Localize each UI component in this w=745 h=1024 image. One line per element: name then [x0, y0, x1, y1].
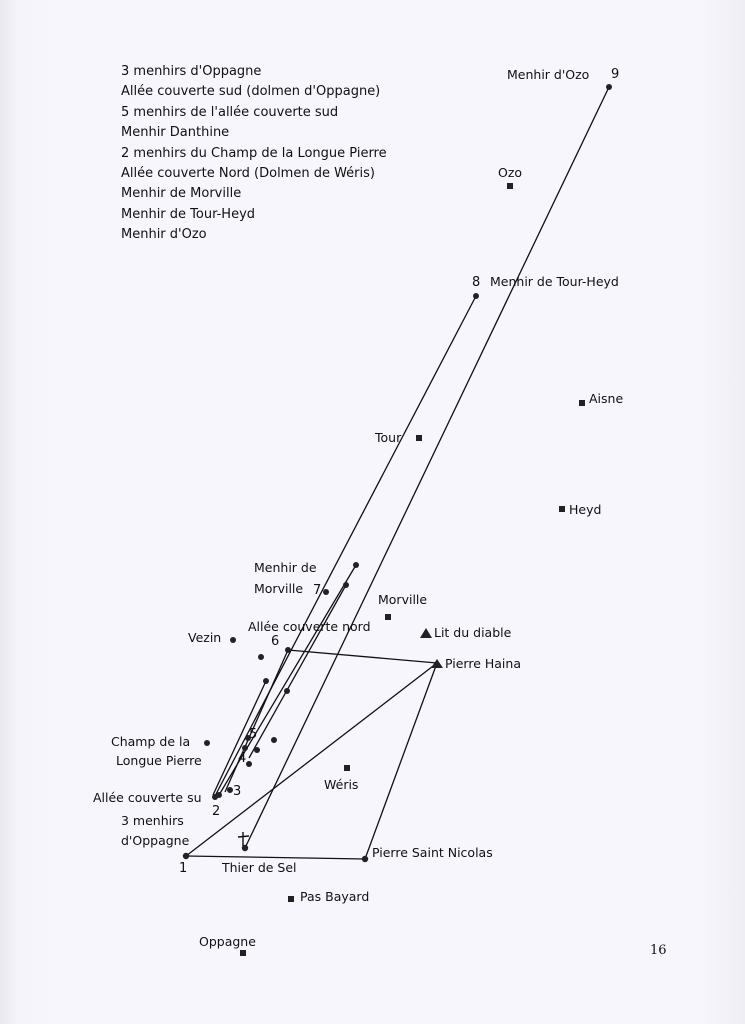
legend-item-9: Menhir d'Ozo: [121, 227, 207, 243]
label-morville: Morville: [378, 592, 427, 607]
legend: 3 menhirs d'Oppagne Allée couverte sud (…: [121, 62, 387, 246]
number-6: 6: [271, 634, 279, 649]
number-3: 3: [233, 784, 241, 799]
line-4-to-7: [248, 584, 347, 759]
number-4: 4: [238, 751, 246, 766]
number-1: 1: [179, 861, 187, 876]
label-lit-du-diable: Lit du diable: [434, 625, 512, 640]
oppagne-square: [240, 950, 246, 956]
legend-item-7: Menhir de Morville: [121, 186, 242, 202]
line-allee-to-7: [218, 564, 357, 796]
label-vezin: Vezin: [188, 630, 221, 645]
label-menhir-ozo: Menhir d'Ozo: [507, 67, 589, 82]
label-thier-de-sel: Thier de Sel: [221, 860, 297, 875]
point-5b: [242, 745, 248, 751]
legend-item-3: 5 menhirs de l'allée couverte sud: [121, 104, 339, 120]
line-6-to-haina: [287, 649, 438, 664]
point-7: [323, 589, 329, 595]
pas-bayard-square: [288, 896, 294, 902]
page-number: 16: [650, 943, 667, 958]
label-tour: Tour: [374, 430, 402, 445]
point-9: [606, 84, 612, 90]
label-pierre-haina: Pierre Haina: [445, 656, 521, 671]
label-weris: Wéris: [324, 777, 358, 792]
label-champ-2: Longue Pierre: [116, 753, 202, 768]
alignment-lines: [185, 86, 610, 860]
weris-square: [344, 765, 350, 771]
point-numbers: 1 2 3 4 5 6 7 8 9: [179, 67, 619, 876]
point-4: [246, 761, 252, 767]
point-5c: [254, 747, 260, 753]
cross-icon: [237, 832, 250, 846]
point-8: [473, 293, 479, 299]
legend-item-8: Menhir de Tour-Heyd: [121, 206, 256, 222]
number-8: 8: [472, 275, 480, 290]
label-3-menhirs-a: 3 menhirs: [121, 813, 184, 828]
point-2: [212, 794, 218, 800]
point-menhir-mid: [343, 582, 349, 588]
lit-du-diable-triangle-icon: [420, 628, 432, 638]
legend-item-2: Allée couverte sud (dolmen d'Oppagne): [121, 84, 381, 100]
point-vezin: [230, 637, 236, 643]
point-danthine: [258, 654, 264, 660]
legend-item-4: Menhir Danthine: [121, 125, 230, 141]
point-menhir-c: [271, 737, 277, 743]
point-menhir-a: [263, 678, 269, 684]
label-allee-nord: Allée couverte nord: [248, 619, 371, 634]
label-ozo: Ozo: [498, 165, 522, 180]
point-menhir-b: [284, 688, 290, 694]
label-pierre-saint-nicolas: Pierre Saint Nicolas: [372, 845, 493, 860]
place-labels: Menhir d'Ozo Ozo Menhir de Tour-Heyd Ais…: [93, 67, 623, 949]
point-menhir-upper: [353, 562, 359, 568]
label-menhir-tour-heyd: Menhir de Tour-Heyd: [490, 274, 619, 289]
label-aisne: Aisne: [589, 391, 623, 406]
point-thier: [241, 844, 249, 852]
number-7: 7: [313, 583, 321, 598]
legend-item-1: 3 menhirs d'Oppagne: [121, 64, 262, 79]
line-3-to-6: [224, 649, 289, 793]
point-champ: [204, 740, 210, 746]
line-saint-nicolas-to-haina: [364, 662, 438, 860]
line-menhir-a: [212, 680, 267, 796]
label-oppagne: Oppagne: [199, 934, 256, 949]
heyd-square: [559, 506, 565, 512]
label-heyd: Heyd: [569, 502, 601, 517]
line-1-to-saint-nicolas: [185, 855, 366, 860]
number-2: 2: [212, 804, 220, 819]
tour-square: [416, 435, 422, 441]
number-9: 9: [611, 67, 619, 82]
label-3-menhirs-b: d'Oppagne: [121, 833, 190, 848]
label-menhir-de: Menhir de: [254, 560, 317, 575]
number-5: 5: [249, 727, 257, 742]
line-2-to-8: [214, 295, 477, 797]
label-morville-7: Morville: [254, 581, 303, 596]
legend-item-5: 2 menhirs du Champ de la Longue Pierre: [121, 145, 387, 161]
point-1: [182, 852, 190, 860]
menhir-dots: [182, 84, 612, 863]
legend-item-6: Allée couverte Nord (Dolmen de Wéris): [121, 166, 375, 182]
label-champ-1: Champ de la: [111, 734, 190, 749]
label-pas-bayard: Pas Bayard: [300, 889, 369, 904]
village-squares: [240, 183, 585, 956]
pierre-haina-triangle-icon: [431, 659, 443, 668]
line-1-to-haina: [185, 662, 438, 857]
morville-square: [385, 614, 391, 620]
point-saint-nicolas: [361, 855, 369, 863]
aisne-square: [579, 400, 585, 406]
label-allee-sud: Allée couverte su: [93, 790, 202, 805]
point-3: [227, 787, 233, 793]
point-5: [245, 735, 251, 741]
point-6: [285, 647, 291, 653]
ozo-square: [507, 183, 513, 189]
line-1-to-9: [244, 86, 610, 849]
